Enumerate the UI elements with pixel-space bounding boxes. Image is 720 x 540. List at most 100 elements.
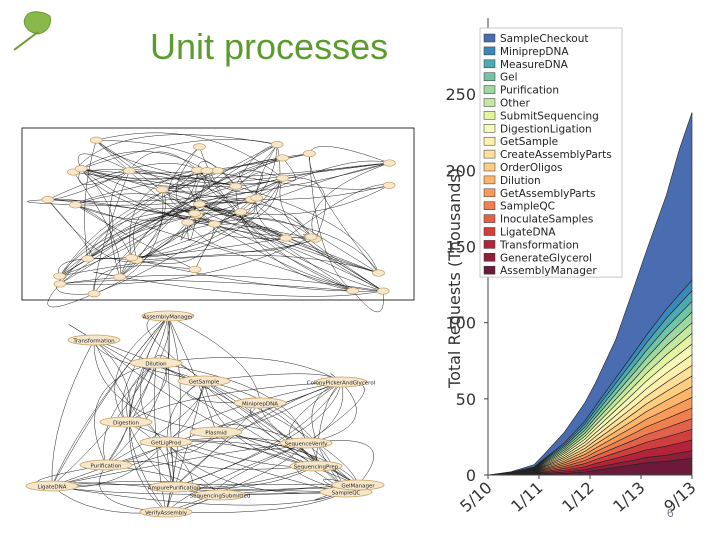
graph-edge <box>311 162 390 240</box>
graph-edge <box>162 189 379 274</box>
graph-edge <box>93 265 196 294</box>
graph-edge <box>125 421 171 513</box>
graph-node-label: GetSample <box>189 379 220 385</box>
x-tick-label: 1/12 <box>558 478 597 516</box>
graph-edge <box>114 315 169 423</box>
legend-label: SubmitSequencing <box>500 110 599 122</box>
graph-edge <box>187 222 384 292</box>
graph-edge <box>125 381 342 423</box>
graph-edge <box>305 381 365 444</box>
legend-swatch <box>483 124 496 133</box>
graph-edge <box>203 380 317 467</box>
graph-edge <box>256 197 379 274</box>
graph-edge <box>131 197 257 258</box>
graph-edge <box>235 185 379 274</box>
legend-swatch <box>483 33 496 43</box>
legend-label: OrderOligos <box>500 162 563 174</box>
graph-edge <box>119 189 166 278</box>
bottom-graph-edges <box>36 315 375 514</box>
top-graph-frame <box>21 127 415 301</box>
graph-node-shape <box>129 357 183 369</box>
graph-node-shape <box>177 375 231 387</box>
graph-edge <box>96 140 188 223</box>
graph-node <box>382 181 396 189</box>
graph-node <box>122 167 136 175</box>
graph-node-label: GetLigProd <box>151 440 181 446</box>
graph-edge <box>136 226 287 261</box>
graph-node-label: LigateDNA <box>37 484 66 490</box>
graph-edge <box>352 290 384 312</box>
graph-edge <box>136 223 215 264</box>
graph-edge <box>240 211 353 292</box>
graph-edge <box>93 189 164 294</box>
y-tick-label: 200 <box>445 161 476 180</box>
graph-edge <box>251 160 390 200</box>
graph-edge <box>51 315 169 487</box>
graph-edge <box>93 339 131 466</box>
graph-edge <box>194 144 278 216</box>
graph-edge <box>59 197 257 277</box>
graph-edge <box>77 153 130 172</box>
graph-edge <box>165 441 317 470</box>
graph-edge <box>96 132 283 179</box>
page-number: 6 <box>667 506 674 520</box>
graph-edge <box>173 381 342 488</box>
graph-edge <box>303 233 384 292</box>
graph-node-n5: ColonyPickerAndGlycerol <box>307 376 376 388</box>
graph-edge <box>214 144 278 225</box>
graph-edge <box>51 339 95 487</box>
graph-edge <box>105 315 170 466</box>
x-tick-label: 5/10 <box>456 478 495 516</box>
x-tick-label: 1/13 <box>609 478 648 516</box>
graph-node <box>193 200 206 208</box>
graph-edge <box>194 144 278 214</box>
graph-edge <box>59 169 198 284</box>
x-tick-label: 1/11 <box>507 478 546 516</box>
legend-swatch <box>483 214 496 223</box>
graph-node <box>188 209 202 217</box>
graph-edge <box>309 153 379 274</box>
graph-edge <box>199 202 312 238</box>
graph-edge <box>47 170 130 200</box>
ginkgo-leaf-logo <box>13 11 51 51</box>
graph-node-label: SequenceVerify <box>285 441 328 447</box>
graph-edge <box>213 223 312 239</box>
legend-swatch <box>483 175 496 185</box>
graph-edge <box>165 442 307 513</box>
graph-edge <box>197 169 283 193</box>
legend-swatch <box>483 253 496 262</box>
graph-edge <box>94 362 157 466</box>
area-samplecheckout <box>487 112 693 476</box>
y-tick-label: 0 <box>466 466 476 485</box>
graph-node <box>304 233 318 241</box>
graph-node-n11: Purification <box>79 459 133 471</box>
graph-edge <box>103 362 157 466</box>
graph-edge <box>214 223 353 292</box>
legend-swatch <box>483 162 496 172</box>
graph-edge <box>81 168 218 181</box>
legend-label: Dilution <box>500 175 541 187</box>
graph-edge <box>162 185 390 200</box>
graph-edge <box>87 215 215 259</box>
graph-node-label: MiniprepDNA <box>242 401 278 407</box>
graph-edge <box>155 357 342 383</box>
graph-node-label: ColonyPickerAndGlycerol <box>307 380 376 386</box>
graph-node-label: Dilution <box>145 361 167 367</box>
graph-node <box>155 185 169 193</box>
legend-swatch <box>483 265 496 275</box>
legend-label: AssemblyManager <box>500 265 597 277</box>
leaf-stem <box>13 31 39 51</box>
graph-edge <box>81 139 278 169</box>
legend-label: GetSample <box>500 136 558 148</box>
y-tick-label: 250 <box>445 85 476 104</box>
graph-node-label: GelManager <box>341 483 375 489</box>
graph-edge <box>51 315 169 487</box>
graph-edge <box>75 204 132 258</box>
graph-edge <box>165 442 307 513</box>
legend-label: SampleCheckout <box>500 33 589 45</box>
graph-node-shape <box>79 459 133 471</box>
graph-edge <box>93 339 167 443</box>
graph-edge <box>96 139 236 187</box>
graph-edge <box>47 283 95 308</box>
